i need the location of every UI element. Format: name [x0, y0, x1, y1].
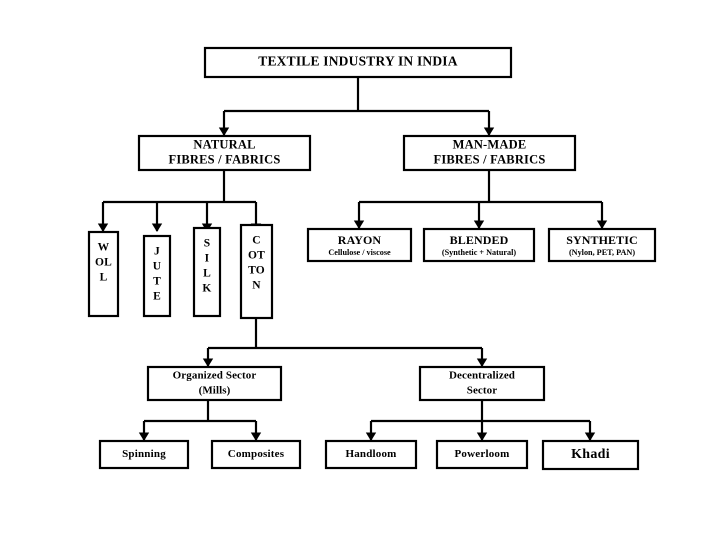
organized-to-leaves-arrow-0	[138, 432, 150, 441]
jute-label: T	[153, 276, 161, 288]
blended-label: BLENDED	[450, 233, 509, 247]
powerloom-label: Powerloom	[455, 448, 510, 460]
jute-label: E	[153, 291, 161, 303]
natural-to-fibres-arrow-0	[97, 223, 109, 232]
node-box-wool[interactable]	[87, 230, 120, 318]
root-to-level2-arrow-0	[218, 127, 230, 136]
composites-label: Composites	[228, 448, 285, 460]
jute-label: U	[153, 261, 162, 273]
organized-label: (Mills)	[199, 385, 231, 397]
wool-label: L	[100, 272, 108, 284]
manmade-label: MAN-MADE	[453, 137, 527, 151]
node-box-composites[interactable]	[210, 439, 302, 470]
jute-label: J	[154, 246, 160, 258]
node-box-silk[interactable]	[192, 226, 222, 318]
manmade-label: FIBRES / FABRICS	[433, 152, 545, 166]
silk-label: K	[202, 283, 211, 295]
silk-label: S	[204, 238, 211, 250]
root-to-level2-arrow-1	[483, 127, 495, 136]
node-box-spinning[interactable]	[98, 439, 190, 470]
rayon-sublabel: Cellulose / viscose	[328, 248, 391, 257]
node-box-decentralized[interactable]	[418, 365, 546, 402]
synthetic-sublabel: (Nylon, PET, PAN)	[569, 248, 635, 257]
khadi-label: Khadi	[571, 447, 610, 462]
node-box-natural[interactable]	[137, 134, 312, 172]
decentralized-to-leaves-arrow-0	[365, 432, 377, 441]
cotton-label: N	[252, 280, 261, 292]
natural-label: NATURAL	[193, 137, 255, 151]
node-box-blended[interactable]	[422, 227, 536, 263]
wool-label: OL	[95, 257, 112, 269]
handloom-label: Handloom	[345, 448, 396, 460]
node-box-synthetic[interactable]	[547, 227, 657, 263]
cotton-label: OT	[248, 250, 265, 262]
root-label: TEXTILE INDUSTRY IN INDIA	[258, 54, 457, 69]
blended-sublabel: (Synthetic + Natural)	[442, 248, 517, 257]
natural-label: FIBRES / FABRICS	[168, 152, 280, 166]
natural-to-fibres-arrow-1	[151, 223, 163, 232]
silk-label: I	[205, 253, 210, 265]
synthetic-label: SYNTHETIC	[566, 233, 638, 247]
node-box-handloom[interactable]	[324, 439, 418, 470]
node-box-organized[interactable]	[146, 365, 283, 402]
cotton-label: TO	[248, 265, 265, 277]
organized-label: Organized Sector	[173, 370, 257, 382]
spinning-label: Spinning	[122, 448, 166, 460]
node-box-cotton[interactable]	[239, 223, 274, 320]
node-box-powerloom[interactable]	[435, 439, 529, 470]
manmade-to-fibres-arrow-1	[473, 220, 485, 229]
node-box-manmade[interactable]	[402, 134, 577, 172]
rayon-label: RAYON	[338, 233, 382, 247]
node-box-khadi[interactable]	[541, 439, 640, 471]
node-box-jute[interactable]	[142, 234, 172, 318]
cotton-to-sectors-arrow-0	[202, 358, 214, 367]
decentralized-to-leaves-arrow-2	[584, 432, 596, 441]
cotton-to-sectors-arrow-1	[476, 358, 488, 367]
node-box-root[interactable]	[203, 46, 513, 79]
manmade-to-fibres-arrow-0	[353, 220, 365, 229]
decentralized-to-leaves-arrow-1	[476, 432, 488, 441]
organized-to-leaves-arrow-1	[250, 432, 262, 441]
decentralized-label: Decentralized	[449, 370, 515, 382]
node-box-rayon[interactable]	[306, 227, 413, 263]
connector-layer	[97, 77, 608, 441]
manmade-to-fibres-arrow-2	[596, 220, 608, 229]
wool-label: W	[98, 242, 110, 254]
cotton-label: C	[252, 235, 261, 247]
silk-label: L	[203, 268, 211, 280]
decentralized-label: Sector	[467, 385, 498, 397]
